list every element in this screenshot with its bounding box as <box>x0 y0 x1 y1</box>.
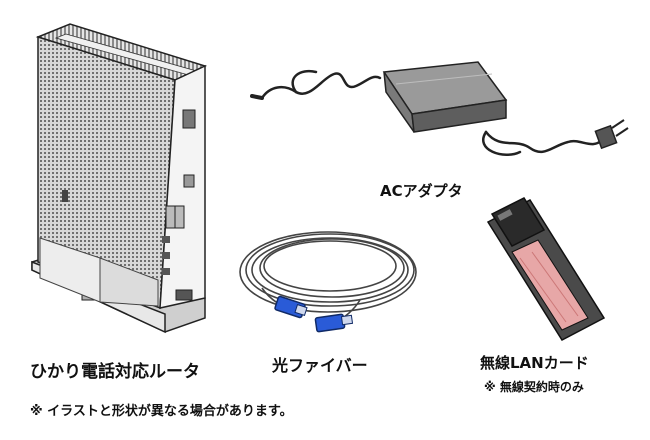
shape-disclaimer-footnote: ※ イラストと形状が異なる場合があります。 <box>30 404 293 419</box>
fiber-label: 光ファイバー <box>272 356 368 375</box>
ac-adapter-label: ACアダプタ <box>380 182 463 200</box>
router-label: ひかり電話対応ルータ <box>30 362 200 382</box>
ac-plug <box>594 119 629 150</box>
fiber-cable-illustration <box>239 231 417 323</box>
lan-card-illustration <box>486 197 606 341</box>
router-illustration <box>31 23 208 334</box>
ac-adapter-illustration <box>250 69 604 157</box>
fiber-connectors <box>274 295 354 333</box>
lan-card-note: ※ 無線契約時のみ <box>484 380 584 394</box>
lan-card-label: 無線LANカード <box>480 354 589 372</box>
ac-adapter-brick <box>382 61 508 133</box>
